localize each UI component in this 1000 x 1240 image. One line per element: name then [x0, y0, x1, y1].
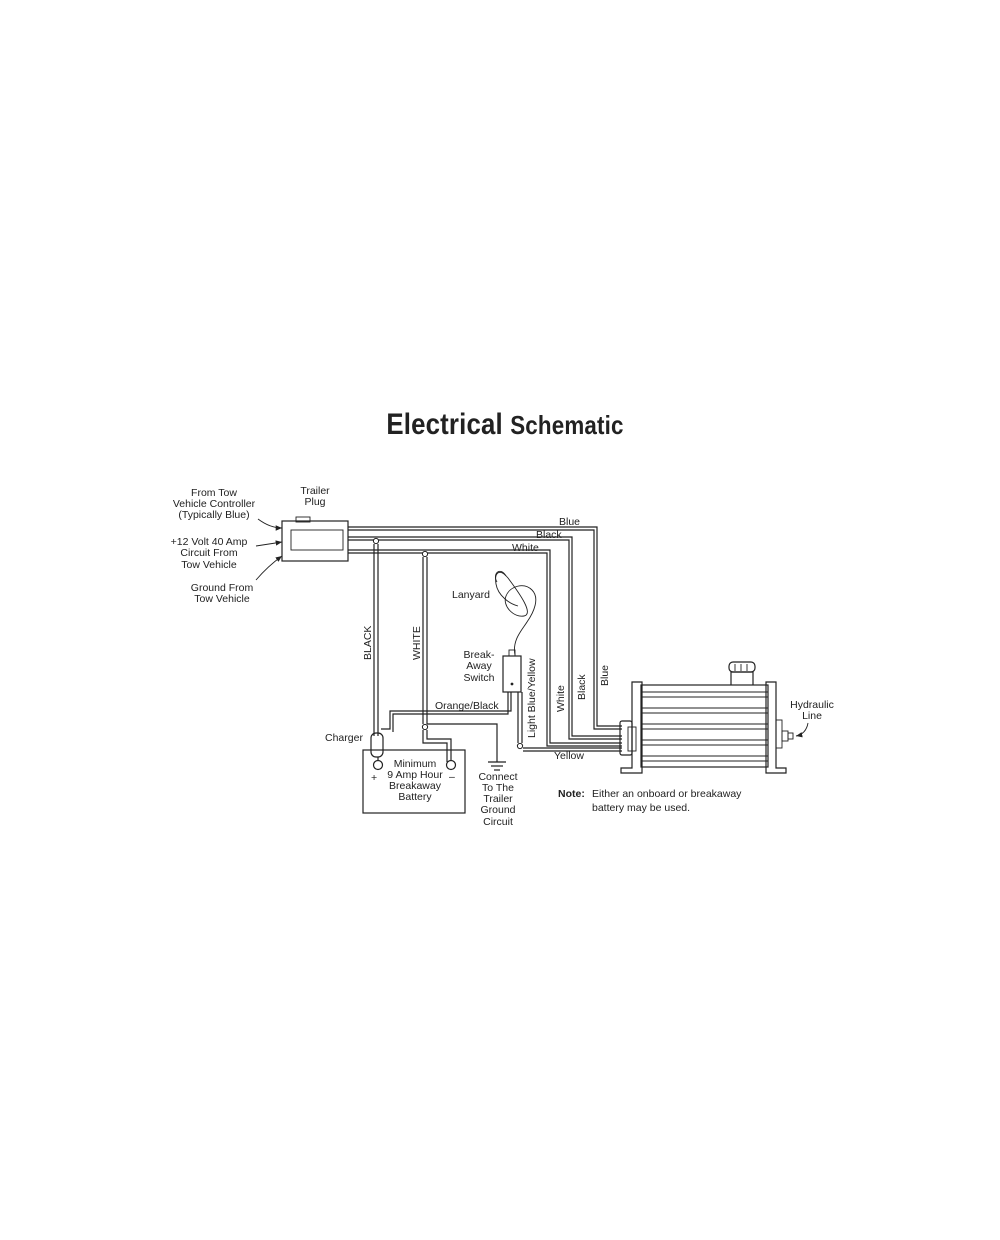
svg-text:Plug: Plug: [304, 496, 325, 508]
breakaway-battery: [362, 749, 466, 814]
ground-from-tow-vehicle-label: Ground From Tow Vehicle: [191, 582, 254, 605]
svg-text:9 Amp Hour: 9 Amp Hour: [387, 769, 443, 781]
svg-text:Vehicle Controller: Vehicle Controller: [173, 498, 256, 510]
breakaway-switch: [502, 649, 522, 693]
svg-text:Ground From: Ground From: [191, 582, 254, 594]
svg-text:Ground: Ground: [480, 804, 515, 816]
svg-text:Break-: Break-: [464, 649, 495, 661]
battery-label: Minimum 9 Amp Hour Breakaway Battery: [387, 758, 443, 803]
wire-white: [348, 549, 622, 747]
vertical-label-blue: Blue: [599, 665, 611, 686]
svg-text:Hydraulic: Hydraulic: [790, 699, 834, 711]
ground-connection: [427, 723, 506, 771]
light-blue-yellow-label: Light Blue/Yellow: [526, 658, 538, 738]
wire-black: [348, 536, 622, 740]
wire-black-to-charger: [372, 537, 380, 736]
title-part1: Electrical: [386, 408, 503, 441]
note-text-line1: Either an onboard or breakaway: [592, 788, 742, 800]
svg-text:To The: To The: [482, 782, 514, 794]
wire-label-white: White: [512, 542, 539, 554]
svg-text:+12 Volt 40 Amp: +12 Volt 40 Amp: [171, 536, 248, 548]
title-part2: Schematic: [510, 410, 624, 440]
svg-text:Line: Line: [802, 710, 822, 722]
charger-label: Charger: [325, 732, 363, 744]
wire-orange-black: [381, 692, 512, 732]
note-label: Note:: [558, 788, 585, 800]
battery-minus-sign: –: [449, 771, 455, 783]
battery-plus-sign: +: [371, 772, 377, 784]
svg-text:Breakaway: Breakaway: [389, 780, 442, 792]
svg-text:Tow Vehicle: Tow Vehicle: [194, 593, 250, 605]
hydraulic-power-unit: [619, 661, 794, 774]
svg-text:Switch: Switch: [464, 672, 495, 684]
charger: [370, 732, 384, 758]
svg-text:(Typically Blue): (Typically Blue): [178, 509, 249, 521]
lanyard-label: Lanyard: [452, 589, 490, 601]
arrow-hydraulic-line: [795, 722, 809, 738]
vertical-label-black-caps: BLACK: [362, 626, 374, 660]
lanyard: [495, 570, 537, 656]
vertical-label-white: White: [555, 685, 567, 712]
svg-text:Circuit: Circuit: [483, 816, 513, 828]
svg-text:Minimum: Minimum: [394, 758, 437, 770]
plus-12-volt-label: +12 Volt 40 Amp Circuit From Tow Vehicle: [171, 536, 248, 571]
orange-black-label: Orange/Black: [435, 700, 499, 712]
wire-light-blue-yellow: [516, 692, 622, 752]
wire-label-black: Black: [536, 529, 562, 541]
svg-text:Circuit From: Circuit From: [180, 547, 237, 559]
wire-label-blue: Blue: [559, 516, 580, 528]
arrow-ground: [255, 555, 283, 581]
breakaway-switch-label: Break- Away Switch: [464, 649, 495, 684]
wire-blue: [348, 526, 622, 730]
svg-text:Battery: Battery: [398, 791, 432, 803]
svg-text:Away: Away: [466, 660, 492, 672]
arrow-controller: [257, 518, 283, 531]
svg-text:From Tow: From Tow: [191, 487, 237, 499]
svg-text:Trailer: Trailer: [483, 793, 513, 805]
svg-text:Tow Vehicle: Tow Vehicle: [181, 559, 237, 571]
svg-text:Trailer: Trailer: [300, 485, 330, 497]
from-tow-vehicle-controller-label: From Tow Vehicle Controller (Typically B…: [173, 487, 256, 521]
yellow-label: Yellow: [554, 750, 584, 762]
arrow-12volt: [255, 540, 283, 547]
page-title: Electrical Schematic: [71, 408, 940, 442]
vertical-label-black: Black: [576, 674, 588, 700]
vertical-label-white-caps: WHITE: [411, 626, 423, 660]
svg-text:Connect: Connect: [478, 771, 517, 783]
note-text-line2: battery may be used.: [592, 802, 690, 814]
wire-white-to-battery: [421, 550, 452, 762]
connect-ground-label: Connect To The Trailer Ground Circuit: [478, 771, 517, 828]
hydraulic-line-label: Hydraulic Line: [790, 699, 834, 722]
trailer-plug-label: Trailer Plug: [300, 485, 330, 508]
trailer-plug: [281, 516, 349, 562]
